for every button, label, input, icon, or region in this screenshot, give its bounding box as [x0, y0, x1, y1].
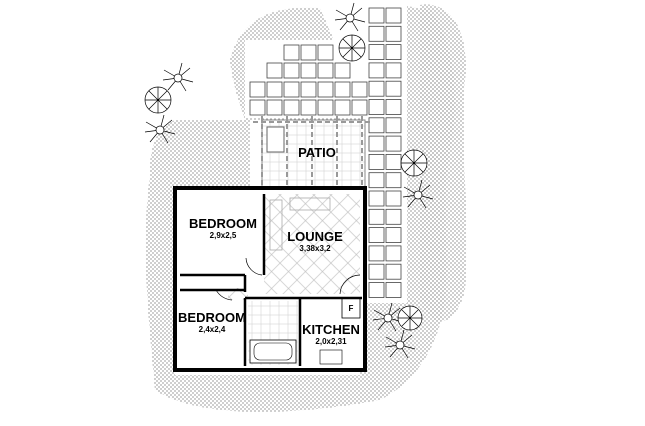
- paving-tile: [334, 81, 351, 98]
- paving-tile: [249, 99, 266, 116]
- paving-tile: [385, 44, 402, 60]
- paving-tile: [385, 153, 402, 170]
- paving-tile: [385, 62, 402, 79]
- paving-tile: [368, 208, 385, 225]
- plant-icon: [144, 2, 434, 359]
- paving-tile: [368, 117, 385, 134]
- paving-tile: [351, 99, 368, 116]
- paving-tile: [385, 263, 402, 280]
- paving-tile: [368, 172, 385, 189]
- paving-tile: [368, 7, 385, 24]
- paving-tile: [368, 282, 385, 298]
- paving-tile: [385, 25, 402, 42]
- paving-tile: [351, 81, 368, 98]
- paving-tile: [368, 245, 385, 262]
- paving-tile: [385, 227, 402, 244]
- building: [173, 186, 367, 372]
- paving-tile: [368, 44, 385, 60]
- kitchen-label: KITCHEN: [302, 322, 360, 337]
- paving-tile: [385, 7, 402, 24]
- paving-tile: [385, 80, 402, 97]
- paving-tile: [317, 99, 334, 116]
- paving-tile: [368, 263, 385, 280]
- paving-tile: [385, 208, 402, 225]
- paving-tile: [249, 81, 266, 98]
- paving-tile: [283, 81, 300, 98]
- paving-tile: [283, 62, 300, 79]
- bedroom2-size: 2,4x2,4: [199, 325, 226, 334]
- paving-tile: [300, 81, 317, 98]
- paving-tile: [368, 135, 385, 152]
- paving-tiles: [249, 7, 402, 298]
- paving-tile: [266, 99, 283, 116]
- paving-tile: [385, 135, 402, 152]
- paving-tile: [317, 81, 334, 98]
- paving-tile: [368, 62, 385, 79]
- paving-tile: [385, 282, 402, 298]
- bedroom2-label: BEDROOM: [178, 310, 246, 325]
- paving-tile: [368, 153, 385, 170]
- patio-label: PATIO: [298, 145, 336, 160]
- kitchen-size: 2,0x2,31: [315, 337, 347, 346]
- paving-tile: [283, 99, 300, 116]
- paving-tile: [368, 99, 385, 115]
- paving-tile: [385, 245, 402, 262]
- paving-tile: [368, 190, 385, 207]
- paving-tile: [300, 99, 317, 116]
- paving-tile: [334, 62, 351, 79]
- lounge-label: LOUNGE: [287, 229, 343, 244]
- paving-tile: [368, 227, 385, 244]
- paving-tile: [317, 62, 334, 79]
- paving-tile: [317, 44, 334, 61]
- paving-tile: [385, 99, 402, 115]
- paving-tile: [300, 62, 317, 79]
- paving-tile: [266, 62, 283, 79]
- paving-tile: [334, 99, 351, 116]
- patio: PATIO: [253, 116, 370, 191]
- paving-tile: [368, 25, 385, 42]
- paving-tile: [368, 80, 385, 97]
- lounge-size: 3,38x3,2: [299, 244, 331, 253]
- paving-tile: [385, 190, 402, 207]
- paving-tile: [300, 44, 317, 61]
- paving-tile: [385, 117, 402, 134]
- bedroom1-label: BEDROOM: [189, 216, 257, 231]
- paving-tile: [283, 44, 300, 61]
- bedroom1-size: 2,9x2,5: [210, 231, 237, 240]
- paving-tile: [266, 81, 283, 98]
- fridge-label: F: [349, 304, 354, 313]
- paving-tile: [385, 172, 402, 189]
